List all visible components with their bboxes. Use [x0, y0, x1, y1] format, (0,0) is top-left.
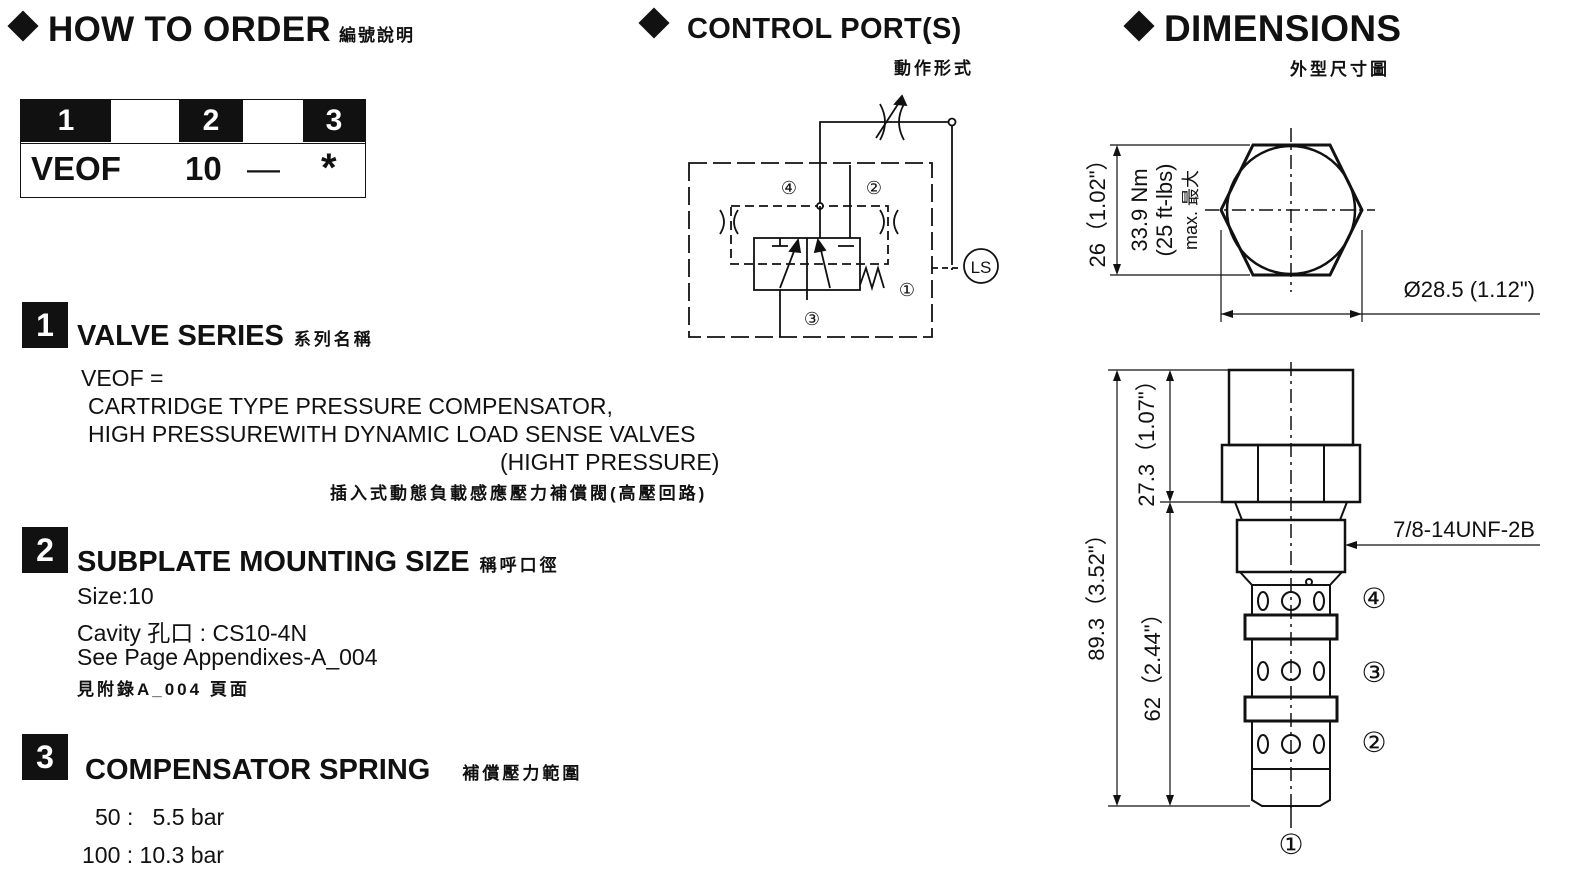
section-2-line-3: See Page Appendixes-A_004: [77, 644, 378, 670]
upper-length-dim: 27.3（1.07"）: [1134, 369, 1159, 506]
hex-nut-top-view: [1219, 143, 1364, 277]
section-2-line-2: Cavity 孔口 : CS10-4N: [77, 620, 308, 646]
section-3-line-1: 50 : 5.5 bar: [95, 804, 225, 830]
ls-port-circle: [963, 248, 999, 284]
hex-height-dim: 26（1.02"）: [1085, 148, 1110, 267]
torque-value-imperial: (25 ft-lbs): [1152, 164, 1177, 257]
section-2-note-cn: 見附錄A_004 頁面: [77, 680, 250, 699]
order-code-table: 1 2 3 VEOF 10 — *: [20, 99, 366, 198]
control-ports-title-cn: 動作形式: [894, 59, 974, 78]
section-1-line-4: (HIGHT PRESSURE): [500, 449, 720, 475]
section-1-heading: VALVE SERIES 系列名稱: [77, 320, 374, 353]
dimensions-title: DIMENSIONS: [1164, 8, 1402, 49]
dimensions-heading: DIMENSIONS: [1123, 8, 1402, 50]
thread-spec: 7/8-14UNF-2B: [1393, 517, 1535, 542]
order-code-series: VEOF: [31, 150, 121, 187]
section-2-title-cn: 稱呼口徑: [479, 556, 560, 575]
section-3-heading: COMPENSATOR SPRING 補償壓力範圍: [85, 754, 582, 787]
port-label-3: ③: [804, 309, 820, 329]
cartridge-dimension-drawing: 26（1.02"） 33.9 Nm (25 ft-lbs) max. 最大 Ø2…: [1084, 128, 1540, 860]
diameter-dim: Ø28.5 (1.12"): [1404, 277, 1535, 302]
how-to-order-title-cn: 編號說明: [338, 26, 415, 45]
torque-max-label: max. 最大: [1181, 170, 1201, 250]
diamond-bullet-icon: [1123, 10, 1155, 42]
section-1-number: 1: [22, 302, 68, 348]
total-length-dim: 89.3（3.52"）: [1084, 523, 1109, 660]
order-column-1: 1: [21, 100, 111, 142]
how-to-order-heading: HOW TO ORDER 編號說明: [7, 10, 415, 50]
order-code-size: 10: [185, 150, 222, 187]
section-1-note-cn: 插入式動態負載感應壓力補償閥(高壓回路): [330, 484, 708, 503]
section-3-title-cn: 補償壓力範圍: [462, 764, 583, 783]
section-2-heading: SUBPLATE MOUNTING SIZE 稱呼口徑: [77, 546, 560, 579]
order-code-dash: —: [247, 150, 280, 187]
order-code-spring: *: [321, 146, 337, 190]
order-code-row: VEOF 10 — *: [21, 143, 365, 198]
how-to-order-title: HOW TO ORDER: [48, 10, 331, 49]
diamond-bullet-icon: [638, 7, 670, 39]
control-ports-title: CONTROL PORT(S): [687, 13, 962, 45]
ls-port-label: LS: [971, 258, 992, 277]
port-label-4: ④: [781, 178, 797, 198]
control-ports-heading: CONTROL PORT(S): [638, 7, 962, 46]
side-port-label-4: ④: [1361, 583, 1386, 614]
section-2-title: SUBPLATE MOUNTING SIZE: [77, 546, 470, 578]
outer-dashed-box: [688, 162, 933, 338]
order-column-2: 2: [179, 100, 243, 142]
section-2-number: 2: [22, 527, 68, 573]
section-1-title-cn: 系列名稱: [293, 330, 374, 349]
order-column-3: 3: [303, 100, 365, 142]
port-label-2: ②: [866, 178, 882, 198]
section-3-line-2: 100 : 10.3 bar: [82, 842, 224, 868]
section-1-line-2: CARTRIDGE TYPE PRESSURE COMPENSATOR,: [88, 393, 613, 419]
dimensions-title-cn: 外型尺寸圖: [1290, 60, 1390, 79]
port-label-1: ①: [899, 280, 915, 300]
diamond-bullet-icon: [7, 10, 39, 42]
lower-length-dim: 62（2.44"）: [1140, 602, 1165, 721]
side-port-label-3: ③: [1361, 657, 1386, 688]
torque-value: 33.9 Nm: [1127, 168, 1152, 251]
section-2-line-1: Size:10: [77, 583, 154, 609]
side-port-label-1: ①: [1278, 829, 1303, 860]
section-1-line-3: HIGH PRESSUREWITH DYNAMIC LOAD SENSE VAL…: [88, 421, 696, 447]
side-port-label-2: ②: [1361, 727, 1386, 758]
section-1-title: VALVE SERIES: [77, 320, 284, 352]
section-1-line-1: VEOF =: [81, 365, 164, 391]
hydraulic-symbol-diagram: ④ ② ① ③ LS: [688, 94, 999, 338]
section-3-number: 3: [22, 734, 68, 780]
section-3-title: COMPENSATOR SPRING: [85, 754, 431, 786]
